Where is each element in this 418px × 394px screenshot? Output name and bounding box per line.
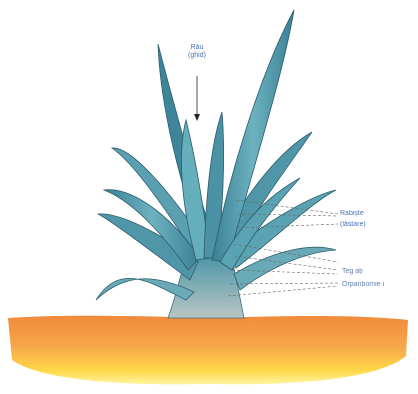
apex-label-line1: Rău	[183, 44, 211, 52]
apex-label-line2: (ghid)	[183, 52, 211, 60]
apex-arrow	[194, 114, 200, 121]
apex-label: Rău (ghid)	[183, 44, 211, 60]
soil-layer	[8, 316, 408, 385]
right-label-1: Rabiște	[340, 210, 364, 218]
right-label-3: Teg ați	[342, 268, 363, 276]
right-label-2: (lăstare)	[340, 221, 366, 229]
right-label-4: Orparibomie i	[342, 281, 384, 289]
